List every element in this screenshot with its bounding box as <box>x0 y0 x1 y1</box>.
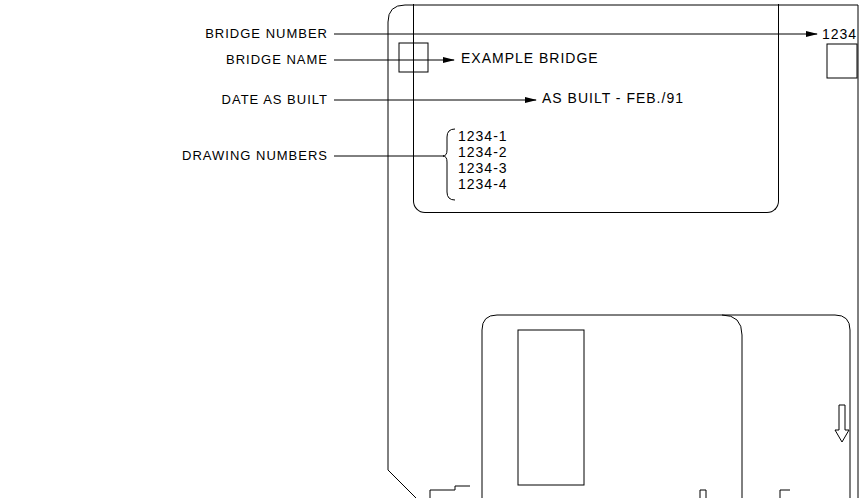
leader-line <box>334 100 536 101</box>
callout-label: DATE AS BUILT <box>222 92 328 108</box>
label-area: EXAMPLE BRIDGEAS BUILT - FEB./911234-112… <box>413 4 779 213</box>
bridge-number: 1234 <box>822 26 857 42</box>
callout-label: DRAWING NUMBERS <box>182 148 328 164</box>
label-text: 1234-1 <box>458 128 508 144</box>
disk-outline <box>388 5 858 498</box>
leader-line <box>334 156 444 157</box>
label-text: 1234-4 <box>458 176 508 192</box>
protect-square <box>827 44 857 78</box>
callout-label: BRIDGE NUMBER <box>205 26 328 42</box>
disk-detail <box>430 486 790 498</box>
callout-label: BRIDGE NAME <box>226 52 328 68</box>
shutter-edge <box>722 315 742 498</box>
label-text: EXAMPLE BRIDGE <box>461 50 599 66</box>
insert-arrow <box>835 405 849 442</box>
label-text: 1234-3 <box>458 160 508 176</box>
bracket <box>443 129 455 200</box>
shutter <box>482 315 850 498</box>
leader-line <box>334 60 454 61</box>
label-text: AS BUILT - FEB./91 <box>542 90 684 106</box>
leader-line <box>334 34 817 35</box>
shutter-window <box>518 330 584 485</box>
label-text: 1234-2 <box>458 144 508 160</box>
